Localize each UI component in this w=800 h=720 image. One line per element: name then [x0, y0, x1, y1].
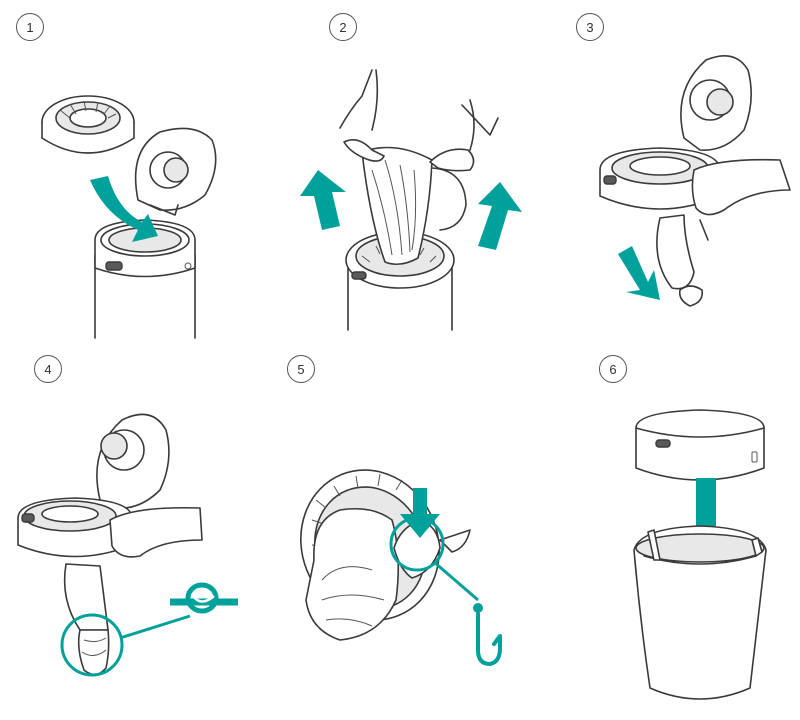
- step-1-illustration: [41, 95, 217, 339]
- step-number-1: 1: [16, 13, 44, 41]
- step-6-illustration: [633, 409, 767, 700]
- step-number-4: 4: [34, 355, 62, 383]
- step-3-illustration: [599, 54, 791, 307]
- step-number-5: 5: [287, 355, 315, 383]
- step-2-illustration: [300, 69, 522, 331]
- step-number-3: 3: [576, 13, 604, 41]
- step-4-illustration: [17, 413, 238, 677]
- step-5-illustration: [300, 469, 502, 666]
- step-number-6: 6: [599, 355, 627, 383]
- step-number-2: 2: [329, 13, 357, 41]
